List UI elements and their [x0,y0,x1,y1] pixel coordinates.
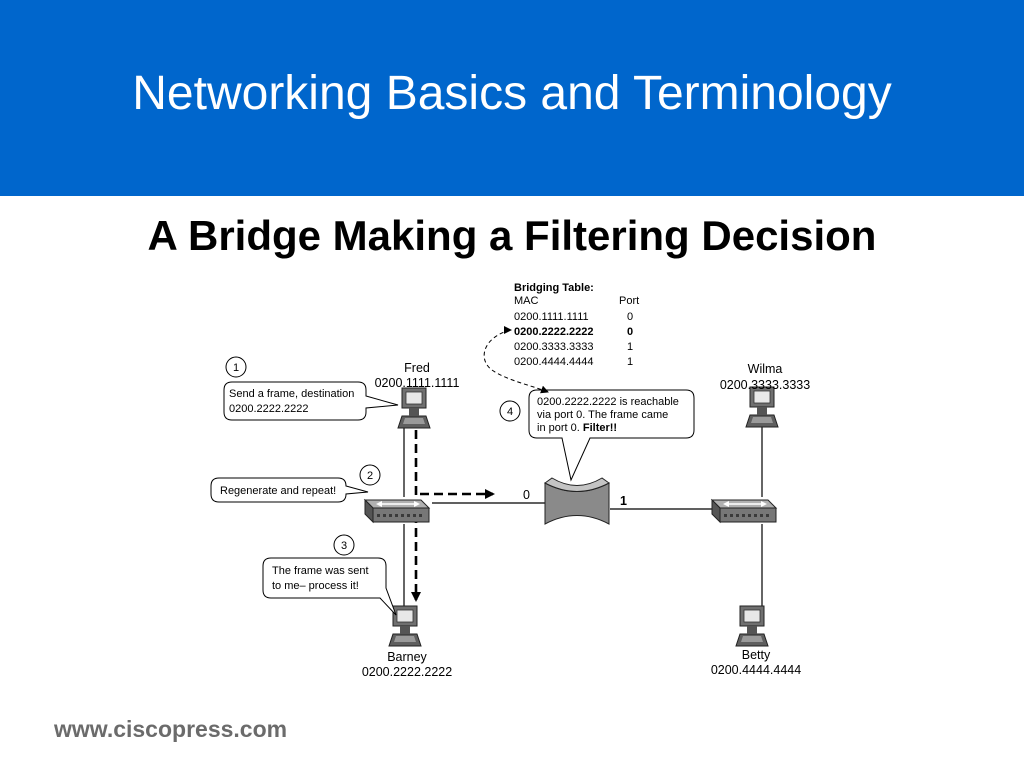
wilma-pc-icon [745,386,779,428]
bridging-table: Bridging Table: MAC Port 0200.1111.1111 … [514,282,639,368]
barney-name: Barney [387,650,427,664]
bridging-table-mac-header: MAC [514,295,539,307]
fred-name: Fred [404,361,430,375]
bridge-icon [544,477,610,525]
page-title: Networking Basics and Terminology [132,67,892,120]
title-bar [0,0,1024,196]
bridging-table-row-2-mac: 0200.2222.2222 [514,326,594,338]
betty-name: Betty [742,648,771,662]
bridging-table-row-1-mac: 0200.1111.1111 [514,311,589,323]
bridging-table-title: Bridging Table: [514,282,594,294]
bridging-table-port-header: Port [619,295,639,307]
step-3-number: 3 [341,540,347,552]
right-hub-icon [711,499,777,523]
bridging-table-row-2-port: 0 [627,326,633,338]
bridging-table-row-1-port: 0 [627,311,633,323]
bridge-port-0-label: 0 [523,488,530,502]
step-3-callout-line-2: to me– process it! [272,580,359,592]
step-2-callout-line-1: Regenerate and repeat! [220,485,336,497]
step-4-callout-line-1: 0200.2222.2222 is reachable [537,396,679,408]
footer-url: www.ciscopress.com [54,716,288,742]
bridging-table-row-3-mac: 0200.3333.3333 [514,341,594,353]
betty-mac: 0200.4444.4444 [711,663,801,677]
step-3-callout-line-1: The frame was sent [272,565,369,577]
step-3: 3 The frame was sent to me– process it! [262,534,397,616]
bridging-table-row-4-port: 1 [627,356,633,368]
barney-mac: 0200.2222.2222 [362,665,452,679]
wilma-mac: 0200.3333.3333 [720,378,810,392]
table-lookup-arrow-tail [504,326,512,334]
step-1-number: 1 [233,362,239,374]
left-hub-icon [364,499,430,523]
step-2: 2 Regenerate and repeat! [210,464,381,503]
step-4-callout-line-3: in port 0. Filter!! [537,422,617,434]
bridging-table-row-4-mac: 0200.4444.4444 [514,356,594,368]
betty-pc-icon [735,605,769,647]
slide-subtitle: A Bridge Making a Filtering Decision [147,212,877,259]
bridge-port-1-label: 1 [620,494,627,508]
step-1-callout-line-1: Send a frame, destination [229,388,354,400]
wilma-name: Wilma [748,362,783,376]
fred-pc-icon [397,387,431,429]
step-4-callout-line-2: via port 0. The frame came [537,409,668,421]
step-4: 4 0200.2222.2222 is reachable via port 0… [499,389,695,482]
step-2-number: 2 [367,470,373,482]
fred-mac: 0200.1111.1111 [375,376,460,390]
network-links [403,420,763,620]
bridging-table-row-3-port: 1 [627,341,633,353]
step-4-filter-emphasis: Filter!! [583,422,617,434]
step-1: 1 Send a frame, destination 0200.2222.22… [223,356,399,421]
step-4-number: 4 [507,406,513,418]
step-4-callout-line-3-text: in port 0. [537,422,583,434]
step-1-callout-line-2: 0200.2222.2222 [229,403,309,415]
